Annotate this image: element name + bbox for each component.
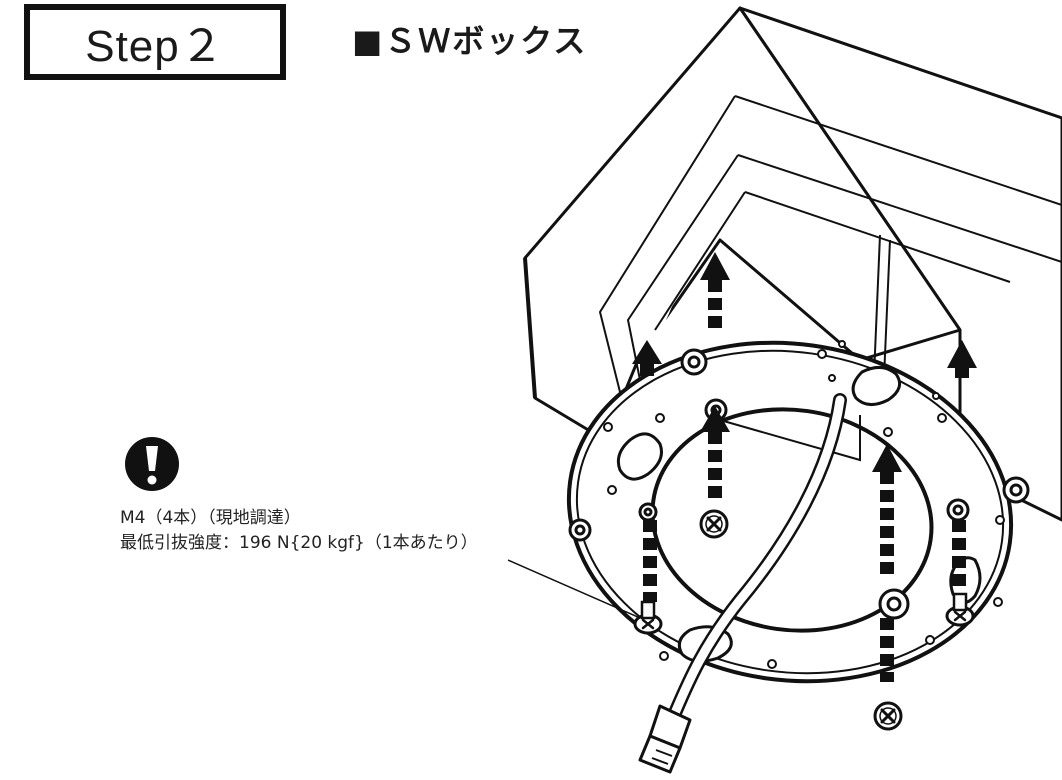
screw-spec-note: M4（4本）（現地調達） 最低引抜強度：196 N{20 kgf}（1本あたり） [120, 506, 478, 556]
step-label: Step２ [24, 4, 286, 80]
exclamation-circle-icon [125, 437, 179, 491]
lan-connector [638, 704, 692, 774]
leader-line [507, 559, 641, 619]
mounting-bracket [566, 340, 1030, 684]
sw-box [523, 6, 1062, 522]
screw-spec-line2: 最低引抜強度：196 N{20 kgf}（1本あたり） [120, 533, 478, 553]
dashed-up-arrow-icon [632, 252, 977, 682]
screw-spec-line1: M4（4本）（現地調達） [120, 508, 301, 528]
lan-cable [665, 393, 847, 727]
section-title: ■ＳＷボックス [352, 22, 588, 60]
